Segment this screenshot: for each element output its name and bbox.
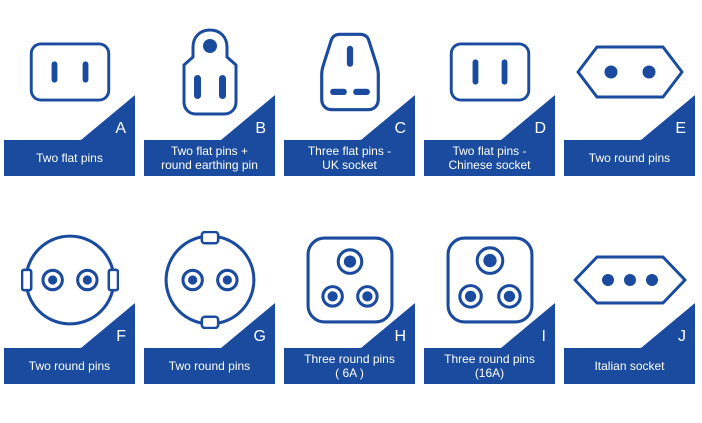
plug-label: Two round pins — [168, 359, 251, 373]
label-banner: Italian socket — [564, 348, 695, 384]
corner-triangle — [641, 303, 695, 348]
plug-label: Two round pins — [28, 359, 111, 373]
plug-cell-h: H Three round pins ( 6A ) — [284, 218, 415, 384]
label-banner: Two flat pins — [4, 140, 135, 176]
corner-triangle — [81, 95, 135, 140]
label-banner: Two round pins — [144, 348, 275, 384]
type-letter: C — [394, 120, 406, 137]
label-banner: Three flat pins - UK socket — [284, 140, 415, 176]
plug-image-area: F — [4, 218, 135, 348]
label-banner: Three round pins ( 6A ) — [284, 348, 415, 384]
plug-image-area: A — [4, 10, 135, 140]
italian-socket-icon — [573, 255, 686, 305]
two-flat-pins-chinese-socket-icon — [449, 42, 530, 102]
plug-cell-f: F Two round pins — [4, 218, 135, 384]
plug-cell-c: C Three flat pins - UK socket — [284, 10, 415, 176]
three-round-pins-6a-plug-icon — [306, 236, 393, 324]
two-round-pins-schuko-socket-icon — [164, 231, 255, 329]
type-letter: F — [116, 328, 126, 345]
label-banner: Two round pins — [4, 348, 135, 384]
plug-cell-i: I Three round pins (16A) — [424, 218, 555, 384]
plug-cell-b: B Two flat pins + round earthing pin — [144, 10, 275, 176]
corner-triangle — [641, 95, 695, 140]
type-letter: A — [115, 120, 126, 137]
plug-image-area: C — [284, 10, 415, 140]
corner-triangle — [221, 95, 275, 140]
plug-label: Three round pins (16A) — [444, 352, 535, 380]
plug-label: Two flat pins — [36, 151, 103, 165]
corner-triangle — [221, 303, 275, 348]
two-flat-pins-round-earth-plug-icon — [182, 28, 237, 116]
plug-image-area: G — [144, 218, 275, 348]
plug-types-grid: A Two flat pins B Two flat pins + round … — [4, 10, 695, 384]
corner-triangle — [361, 303, 415, 348]
two-flat-pins-socket-icon — [29, 42, 110, 102]
corner-triangle — [81, 303, 135, 348]
plug-image-area: I — [424, 218, 555, 348]
type-letter: B — [255, 120, 266, 137]
plug-label: Three flat pins - UK socket — [307, 144, 392, 172]
plug-image-area: E — [564, 10, 695, 140]
type-letter: G — [253, 328, 266, 345]
plug-image-area: B — [144, 10, 275, 140]
plug-image-area: D — [424, 10, 555, 140]
type-letter: H — [394, 328, 406, 345]
plug-image-area: H — [284, 218, 415, 348]
plug-cell-g: G Two round pins — [144, 218, 275, 384]
plug-cell-a: A Two flat pins — [4, 10, 135, 176]
corner-triangle — [501, 95, 555, 140]
plug-label: Two flat pins - Chinese socket — [448, 144, 531, 172]
label-banner: Two flat pins + round earthing pin — [144, 140, 275, 176]
plug-label: Two round pins — [588, 151, 671, 165]
label-banner: Two flat pins - Chinese socket — [424, 140, 555, 176]
plug-image-area: J — [564, 218, 695, 348]
plug-cell-e: E Two round pins — [564, 10, 695, 176]
label-banner: Three round pins (16A) — [424, 348, 555, 384]
plug-cell-j: J Italian socket — [564, 218, 695, 384]
type-letter: D — [534, 120, 546, 137]
type-letter: J — [678, 328, 686, 345]
two-round-pins-socket-side-clips-icon — [20, 234, 119, 326]
plug-label: Three round pins ( 6A ) — [304, 352, 395, 380]
corner-triangle — [361, 95, 415, 140]
two-round-pins-europlug-socket-icon — [576, 45, 683, 99]
type-letter: I — [541, 328, 546, 345]
plug-cell-d: D Two flat pins - Chinese socket — [424, 10, 555, 176]
label-banner: Two round pins — [564, 140, 695, 176]
type-letter: E — [675, 120, 686, 137]
plug-label: Italian socket — [594, 359, 665, 373]
plug-label: Two flat pins + round earthing pin — [161, 144, 258, 172]
corner-triangle — [501, 303, 555, 348]
